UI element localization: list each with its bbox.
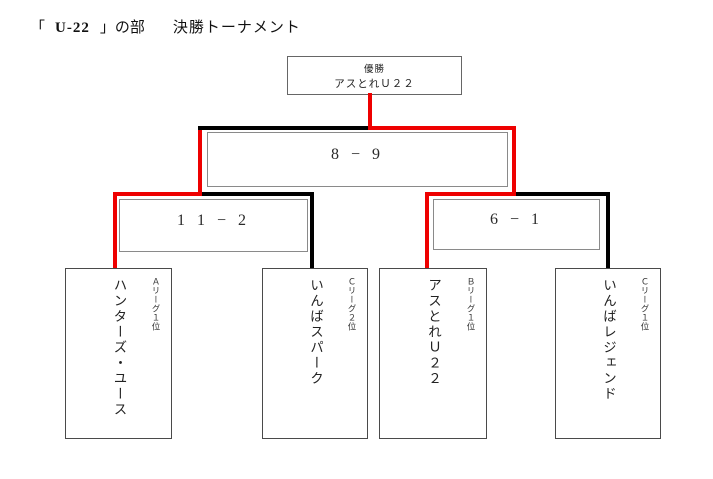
title-division-suffix: 」の部 — [99, 20, 145, 36]
team-seed-label: Ｂリーグ１位 — [466, 277, 476, 331]
connector-final-left-horizontal — [198, 126, 372, 130]
connector-semiright-loser-horizontal — [516, 192, 610, 196]
title-tournament-label: 決勝トーナメント — [172, 20, 301, 36]
team-box-hunters-youth: Ａリーグ１位 ハンターズ・ユース — [65, 268, 172, 439]
semifinal-right-match-box: 6 − 1 — [433, 199, 600, 250]
team-name: いんばレジェンド — [601, 278, 616, 402]
team-name: いんばスパーク — [308, 278, 323, 387]
champion-box: 優勝 アスとれＵ２２ — [287, 56, 462, 95]
connector-semileft-winner-vertical — [113, 194, 117, 268]
semifinal-left-match-box: 1 1 − 2 — [119, 199, 308, 252]
connector-semileft-winner-horizontal — [113, 192, 202, 196]
final-match-box: 8 − 9 — [207, 132, 508, 187]
connector-semiright-winner-vertical — [425, 194, 429, 268]
connector-semiright-loser-vertical — [606, 194, 610, 268]
champion-team-name: アスとれＵ２２ — [334, 78, 415, 90]
team-box-inba-legend: Ｃリーグ１位 いんばレジェンド — [555, 268, 661, 439]
team-name: アスとれＵ２２ — [426, 278, 441, 387]
final-score: 8 − 9 — [330, 145, 385, 163]
team-seed-label: Ｃリーグ２位 — [347, 277, 357, 331]
team-seed-label: Ｃリーグ１位 — [640, 277, 650, 331]
team-box-inba-spark: Ｃリーグ２位 いんばスパーク — [262, 268, 368, 439]
team-seed-label: Ａリーグ１位 — [151, 277, 161, 331]
team-box-asutore-u22: Ｂリーグ１位 アスとれＵ２２ — [379, 268, 487, 439]
connector-champion-stem — [368, 93, 372, 128]
team-name: ハンターズ・ユース — [111, 278, 127, 418]
connector-semileft-loser-horizontal — [202, 192, 314, 196]
connector-final-right-horizontal — [368, 126, 516, 130]
title-bracket-open: 「 — [30, 20, 46, 36]
champion-label: 優勝 — [363, 64, 385, 75]
semifinal-left-score: 1 1 − 2 — [176, 211, 251, 229]
connector-semileft-loser-vertical — [310, 194, 314, 268]
connector-final-left-vertical — [198, 128, 202, 196]
page-title: 「 U-22 」の部 決勝トーナメント — [30, 16, 301, 37]
connector-final-right-vertical — [512, 128, 516, 196]
title-division: U-22 — [55, 20, 90, 36]
connector-semiright-winner-horizontal — [425, 192, 516, 196]
semifinal-right-score: 6 − 1 — [489, 210, 544, 228]
